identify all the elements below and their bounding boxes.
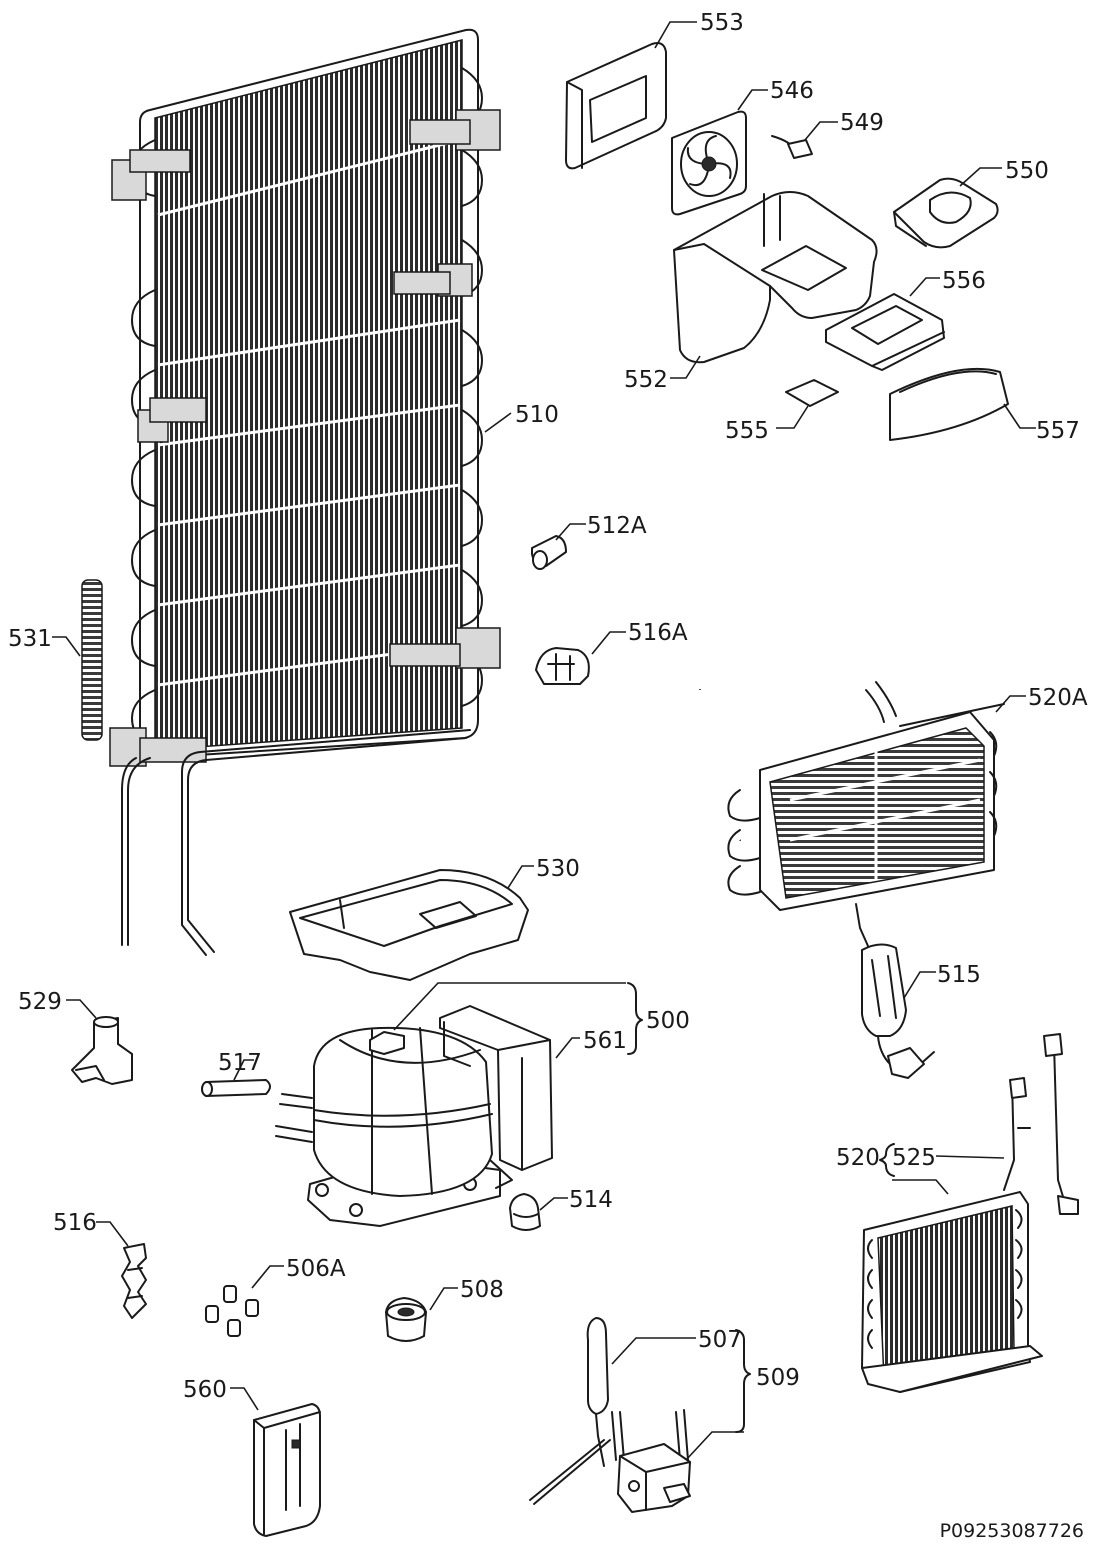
label-514: 514 — [569, 1187, 613, 1213]
relay-cover-561 — [439, 1005, 553, 1171]
deflector-557 — [889, 367, 1009, 441]
label-500: 500 — [646, 1008, 690, 1034]
label-549: 549 — [840, 110, 884, 136]
label-561: 561 — [583, 1028, 627, 1054]
condenser-510 — [109, 28, 501, 956]
fan-546 — [671, 110, 747, 216]
label-530: 530 — [536, 856, 580, 882]
solenoid-valve-509 — [611, 1409, 691, 1513]
label-553: 553 — [700, 10, 744, 36]
sleeve-512A — [531, 535, 567, 570]
label-556: 556 — [942, 268, 986, 294]
tube-517 — [201, 1079, 271, 1097]
label-516: 516 — [53, 1210, 97, 1236]
label-552: 552 — [624, 367, 668, 393]
label-546: 546 — [770, 78, 814, 104]
label-529: 529 — [18, 989, 62, 1015]
label-509: 509 — [756, 1365, 800, 1391]
evaporator-520A — [697, 681, 1005, 911]
compressor-500 — [275, 1026, 513, 1227]
spring-531 — [81, 579, 103, 741]
clip-516A — [535, 647, 590, 685]
label-512A: 512A — [587, 513, 647, 539]
reference-code: P09253087726 — [940, 1520, 1084, 1542]
frame-553 — [565, 42, 667, 170]
filter-dryer-507 — [529, 1317, 611, 1505]
label-550: 550 — [1005, 158, 1049, 184]
label-520A: 520A — [1028, 685, 1088, 711]
filter-pad-555 — [785, 379, 839, 407]
tray-556 — [825, 293, 945, 371]
label-516A: 516A — [628, 620, 688, 646]
label-517: 517 — [218, 1050, 262, 1076]
cover-550 — [893, 177, 999, 249]
label-557: 557 — [1036, 418, 1080, 444]
label-515: 515 — [937, 962, 981, 988]
label-531: 531 — [8, 626, 52, 652]
label-555: 555 — [725, 418, 769, 444]
label-560: 560 — [183, 1377, 227, 1403]
clip-516 — [121, 1243, 147, 1319]
label-508: 508 — [460, 1277, 504, 1303]
valve-529 — [71, 1016, 133, 1085]
grommet-508 — [385, 1297, 427, 1342]
heater-515 — [855, 903, 935, 1079]
label-510: 510 — [515, 402, 559, 428]
label-507: 507 — [698, 1327, 742, 1353]
label-520: 520 — [836, 1145, 880, 1171]
drip-tray-530 — [289, 869, 529, 981]
air-duct-552 — [673, 191, 878, 364]
label-506A: 506A — [286, 1256, 346, 1282]
label-525: 525 — [892, 1145, 936, 1171]
grommet-514 — [509, 1193, 541, 1231]
sensor-549 — [771, 135, 813, 159]
cover-560 — [253, 1403, 321, 1537]
grommets-506A — [205, 1285, 259, 1337]
evaporator-520 — [861, 1033, 1079, 1393]
